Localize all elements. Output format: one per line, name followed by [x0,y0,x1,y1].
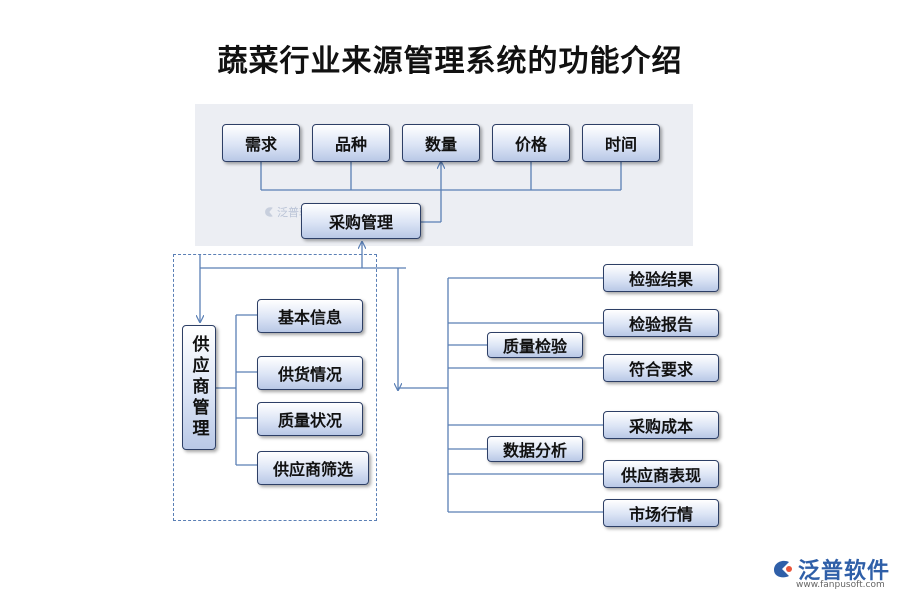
purchase-management-box: 采购管理 [301,203,421,239]
supplier-section-frame [173,254,377,521]
supplier-management-box: 供应商管理 [182,325,216,450]
supplier-screening-box: 供应商筛选 [257,451,369,485]
inspection-result-box: 检验结果 [603,264,719,292]
purchase-cost-box: 采购成本 [603,411,719,439]
quality-inspection-box: 质量检验 [487,332,583,358]
data-analysis-box: 数据分析 [487,436,583,462]
brand-url: www.fanpusoft.com [796,580,885,590]
diagram-title: 蔬菜行业来源管理系统的功能介绍 [217,44,683,79]
factor-variety-box: 品种 [312,124,390,162]
supplier-quality-status-box: 质量状况 [257,402,363,436]
factor-price-box: 价格 [492,124,570,162]
brand-logo: 泛普软件 [770,553,890,585]
watermark-logo-icon [265,207,273,217]
brand-name: 泛普软件 [798,559,891,584]
factor-time-box: 时间 [582,124,660,162]
factor-demand-box: 需求 [222,124,300,162]
supplier-performance-box: 供应商表现 [603,460,719,488]
factor-quantity-box: 数量 [402,124,480,162]
meets-requirements-box: 符合要求 [603,354,719,382]
inspection-report-box: 检验报告 [603,309,719,337]
supplier-supply-status-box: 供货情况 [257,356,363,390]
supplier-basic-info-box: 基本信息 [257,299,363,333]
brand-swirl-icon [774,560,792,578]
market-conditions-box: 市场行情 [603,499,719,527]
